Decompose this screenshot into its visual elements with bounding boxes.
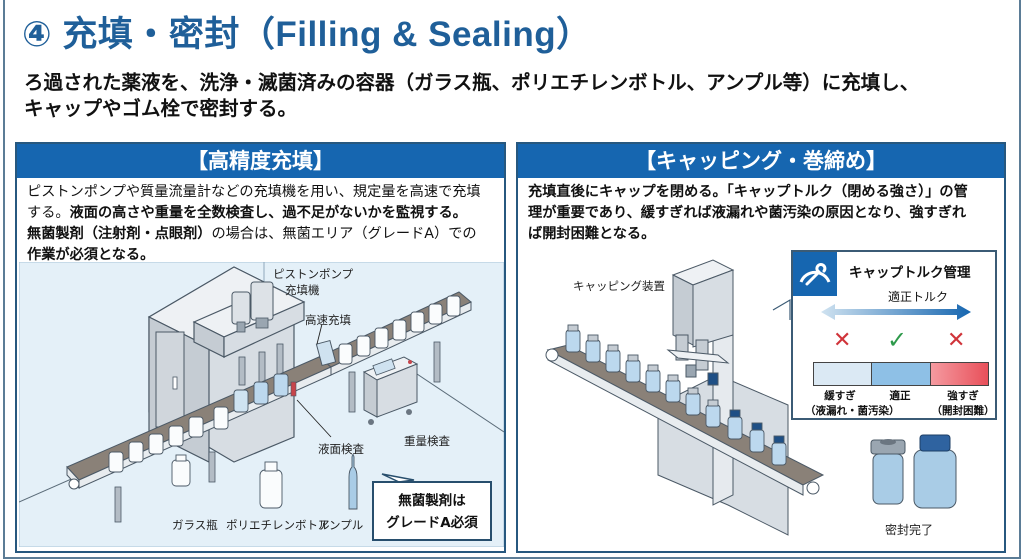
capping-description: 充填直後にキャップを閉める。「キャップトルク（閉める強さ）」の管 理が重要であり… (518, 178, 1004, 245)
torque-panel-title: キャップトルク管理 (849, 265, 971, 281)
loose-note: （液漏れ・菌汚染） (805, 405, 900, 417)
loose-zone (814, 363, 873, 385)
weight-checker (362, 356, 419, 425)
filling-desc-line-3b: の場合は、無菌エリア（グレードA）での (211, 226, 477, 242)
label-filler: 充填機 (285, 283, 320, 297)
pe-bottle-sample (259, 469, 283, 509)
sealed-vial (872, 453, 904, 505)
vials-on-conveyor (565, 324, 787, 466)
label-glass-bottle: ガラス瓶 (172, 518, 218, 532)
page-frame (3, 0, 1021, 559)
torque-scale-bar (813, 362, 989, 386)
level-sensor (290, 381, 297, 397)
proper-torque-label: 適正トルク (888, 290, 949, 304)
capping-scene (545, 259, 825, 536)
capping-line-illustration (528, 255, 838, 545)
label-level-check: 液面検査 (318, 442, 364, 456)
screw-cap (919, 434, 951, 452)
sterile-grade-callout: 無菌製剤は グレードA必須 (372, 481, 492, 541)
container-samples (171, 454, 358, 510)
filling-desc-line-2b: 液面の高さや重量を全数検査し、過不足がないかを監視する。 (69, 205, 467, 221)
intro-line-2: キャップやゴム栓で密封する。 (24, 97, 298, 120)
loose-label: 緩すぎ (824, 390, 856, 402)
torque-callout-pointer (772, 298, 791, 320)
filling-desc-line-3a: 無菌製剤（注射剤・点眼剤） (27, 226, 212, 242)
filling-desc-line-2a: する。 (27, 205, 70, 221)
tight-zone (930, 363, 988, 385)
tight-note: （開封困難） (931, 405, 995, 417)
high-speed-sensor (315, 339, 337, 367)
capping-desc-line-2: 理が重要であり、緩すぎれば液漏れや菌汚染の原因となり、強すぎれ (528, 205, 967, 221)
tight-ng-icon: ✕ (947, 328, 966, 353)
callout-line-2: グレードA必須 (386, 515, 478, 531)
filling-desc-line-4: 作業が必須となる。 (27, 247, 155, 263)
bottles-on-conveyor (108, 295, 461, 473)
intro-line-1: ろ過された薬液を、洗浄・滅菌済みの容器（ガラス瓶、ポリエチレンボトル、アンプル等… (24, 71, 920, 94)
filling-description: ピストンポンプや質量流量計などの充填機を用い、規定量を高速で充填 する。液面の高… (17, 178, 504, 266)
intro-text: ろ過された薬液を、洗浄・滅菌済みの容器（ガラス瓶、ポリエチレンボトル、アンプル等… (24, 70, 1014, 122)
glass-bottle-sample (171, 459, 191, 487)
label-high-speed-filling: 高速充填 (305, 313, 351, 327)
capping-desc-line-1: 充填直後にキャップを閉める。「キャップトルク（閉める強さ）」の管 (528, 184, 968, 200)
tight-caption: 強すぎ （開封困難） (928, 389, 998, 419)
callout-line-1: 無菌製剤は (398, 493, 466, 509)
sealed-containers-illustration (868, 432, 968, 512)
sealed-bottle (913, 449, 957, 509)
torque-range-arrow (821, 304, 971, 320)
tight-label: 強すぎ (947, 390, 979, 402)
proper-ok-icon: ✓ (887, 326, 908, 354)
loose-caption: 緩すぎ （液漏れ・菌汚染） (805, 389, 900, 419)
capping-panel-heading: 【キャッピング・巻締め】 (518, 144, 1004, 178)
label-ampoule: アンプル (318, 518, 364, 532)
cap-torque-panel: キャップトルク管理 適正トルク ✕ ✓ ✕ 緩すぎ （液漏れ・菌汚染） 適正 強… (791, 250, 997, 420)
label-weight-check: 重量検査 (404, 434, 450, 448)
loose-ng-icon: ✕ (833, 328, 852, 353)
filling-desc-line-1: ピストンポンプや質量流量計などの充填機を用い、規定量を高速で充填 (27, 184, 481, 200)
ampoule-sample (348, 454, 358, 510)
label-sealed: 密封完了 (885, 523, 934, 537)
capping-desc-line-3: ば開封困難となる。 (528, 226, 656, 242)
proper-caption: 適正 (889, 390, 911, 402)
page-title: ④ 充填・密封（Filling & Sealing） (22, 15, 592, 54)
piston-pump-head (192, 281, 306, 386)
label-pe-bottle: ポリエチレンボトル (226, 518, 330, 532)
label-piston-pump: ピストンポンプ (273, 267, 354, 281)
filling-panel-heading: 【高精度充填】 (17, 144, 504, 178)
capping-machine (657, 259, 789, 536)
proper-zone (872, 363, 931, 385)
gauge-wrench-icon (793, 252, 837, 296)
label-capping-machine: キャッピング装置 (573, 279, 665, 293)
